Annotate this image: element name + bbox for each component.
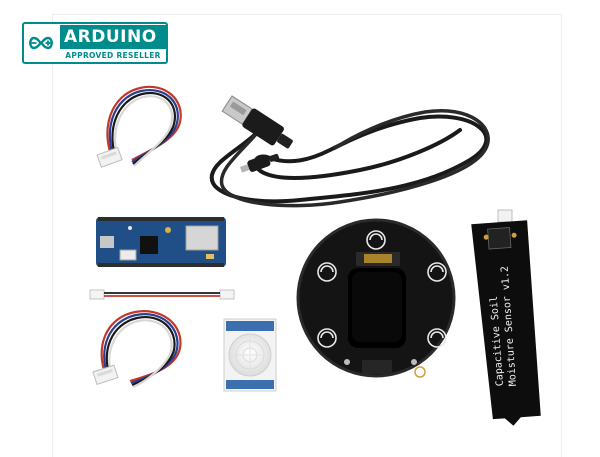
- jumper-wire: [89, 289, 235, 300]
- soil-moisture-sensor: [471, 209, 541, 426]
- arduino-logo-icon: [24, 24, 58, 62]
- badge-subtitle: APPROVED RESELLER: [65, 51, 161, 60]
- arduino-approved-reseller-badge: ARDUINO APPROVED RESELLER: [22, 22, 168, 64]
- touch-carrier-board: [296, 218, 456, 378]
- usb-cable: [209, 95, 490, 208]
- pir-motion-sensor: [223, 318, 277, 392]
- badge-brand: ARDUINO: [60, 25, 166, 49]
- mkr-wifi-board: [96, 217, 226, 267]
- grove-cable-top: [96, 85, 182, 168]
- grove-cable-bottom: [92, 310, 182, 389]
